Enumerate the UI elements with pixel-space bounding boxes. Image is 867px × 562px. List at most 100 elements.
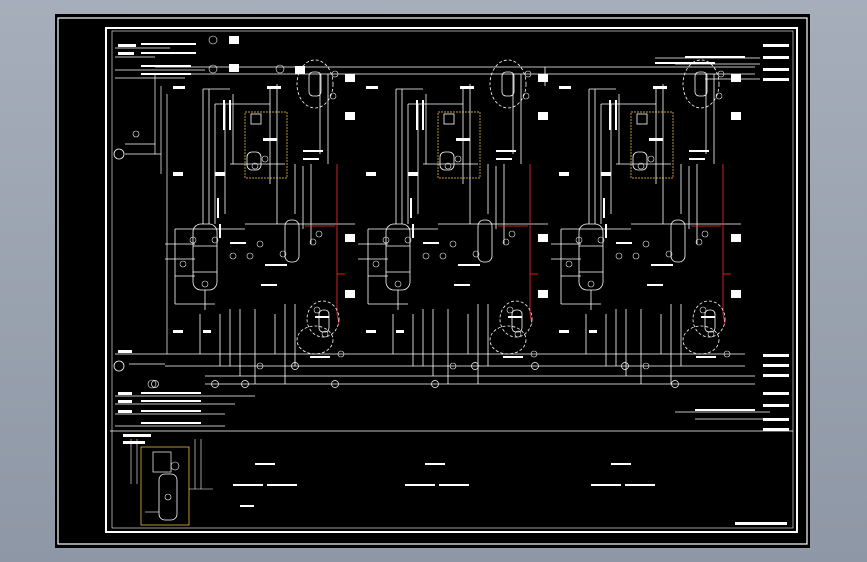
tag-label	[215, 172, 225, 176]
tag-label	[173, 330, 183, 333]
valve-icon	[151, 380, 159, 388]
instrument-bubble-icon	[454, 155, 462, 163]
instrument-bubble-icon	[715, 92, 723, 100]
header-valves	[151, 362, 679, 388]
instrument-bubble-icon	[313, 306, 321, 314]
tag-label	[701, 316, 715, 318]
tag-label	[538, 74, 548, 82]
instrument-cluster	[296, 59, 334, 109]
instrument-bubble-icon	[699, 306, 707, 314]
instrument-cluster	[692, 300, 726, 338]
reflux-drum	[439, 151, 455, 171]
instrument-bubble-icon	[256, 240, 264, 248]
valve-icon	[671, 380, 679, 388]
valve-icon	[211, 380, 219, 388]
tag-label	[217, 198, 219, 218]
tag-label	[696, 356, 716, 358]
instrument-bubble-icon	[329, 92, 337, 100]
instrument-bubble-icon	[522, 92, 530, 100]
valve-icon	[471, 362, 479, 370]
instrument-bubble-icon	[530, 350, 538, 358]
instrument-bubble-icon	[597, 236, 605, 244]
flow-indicator-icon	[208, 35, 218, 45]
instrument-bubble-icon	[723, 350, 731, 358]
controller-box	[250, 113, 262, 125]
tag-label	[173, 86, 185, 89]
tag-label	[731, 290, 741, 298]
exchanger-shell	[308, 71, 322, 97]
tag-label	[366, 172, 376, 176]
exchanger-shell	[501, 71, 515, 97]
process-units	[165, 59, 741, 384]
process-unit	[551, 59, 741, 384]
tag-label	[263, 138, 277, 141]
process-unit	[358, 59, 548, 384]
tag-label	[230, 242, 246, 244]
tag-label	[689, 158, 705, 160]
tag-label	[410, 198, 412, 218]
instrument-bubble-icon	[170, 461, 180, 471]
instrument-bubble-icon	[642, 362, 650, 370]
tag-label	[303, 150, 323, 152]
instrument-bubble-icon	[189, 236, 197, 244]
instrument-bubble-icon	[524, 70, 532, 78]
control-package-outline	[437, 111, 481, 179]
instrument-bubble-icon	[147, 379, 157, 389]
instrument-cluster	[489, 59, 527, 109]
tag-label	[589, 330, 597, 333]
tag-label	[173, 172, 183, 176]
tag-label	[496, 158, 512, 160]
instrument-bubble-icon	[717, 70, 725, 78]
instrument-bubble-icon	[279, 250, 287, 258]
instrument-bubble-icon	[514, 330, 522, 338]
instrument-bubble-icon	[372, 260, 380, 268]
left-stream-tags	[118, 43, 201, 424]
control-package-outline	[630, 111, 674, 179]
exchanger-shell	[511, 309, 523, 333]
instrument-bubble-icon	[261, 155, 269, 163]
tag-label	[538, 112, 548, 120]
tag-label	[731, 234, 741, 242]
tag-label	[310, 356, 330, 358]
instrument-bubble-icon	[321, 330, 329, 338]
control-package-outline	[244, 111, 288, 179]
left-process-lines	[125, 74, 168, 365]
tag-label	[538, 234, 548, 242]
outer-sheet-border	[57, 17, 808, 545]
instrument-cluster	[682, 59, 720, 109]
tag-label	[396, 330, 404, 333]
instrument-bubble-icon	[382, 236, 390, 244]
distillation-column	[578, 223, 604, 291]
tag-label	[366, 86, 378, 89]
tag-label	[601, 172, 611, 176]
instrument-bubble-icon	[647, 155, 655, 163]
tag-label	[651, 264, 673, 266]
valve-icon	[331, 380, 339, 388]
tag-label	[647, 284, 663, 286]
instrument-bubble-icon	[506, 306, 514, 314]
instrument-bubble-icon	[211, 236, 219, 244]
pump-icon	[113, 360, 125, 372]
reboiler-vessel	[284, 219, 300, 263]
instrument-bubble-icon	[665, 250, 673, 258]
reflux-drum	[246, 151, 262, 171]
header-pipes	[110, 47, 793, 432]
aux-heater-box	[152, 451, 172, 473]
tag-label	[456, 138, 470, 141]
tag-label	[345, 290, 355, 298]
process-unit	[165, 59, 355, 384]
instrument-bubble-icon	[707, 330, 715, 338]
instrument-bubble-icon	[587, 280, 595, 288]
tag-label	[559, 330, 569, 333]
pid-drawing-sheet	[57, 17, 808, 545]
instrument-bubble-icon	[404, 236, 412, 244]
instrument-bubble-icon	[309, 238, 317, 246]
exchanger-shell	[694, 71, 708, 97]
distillation-column	[192, 223, 218, 291]
instrument-bubble-icon	[444, 162, 452, 170]
tag-label	[303, 158, 319, 160]
instrument-bubble-icon	[331, 70, 339, 78]
tag-label	[559, 172, 569, 176]
pump-icon	[113, 148, 125, 160]
cad-model-viewport[interactable]	[55, 14, 810, 548]
